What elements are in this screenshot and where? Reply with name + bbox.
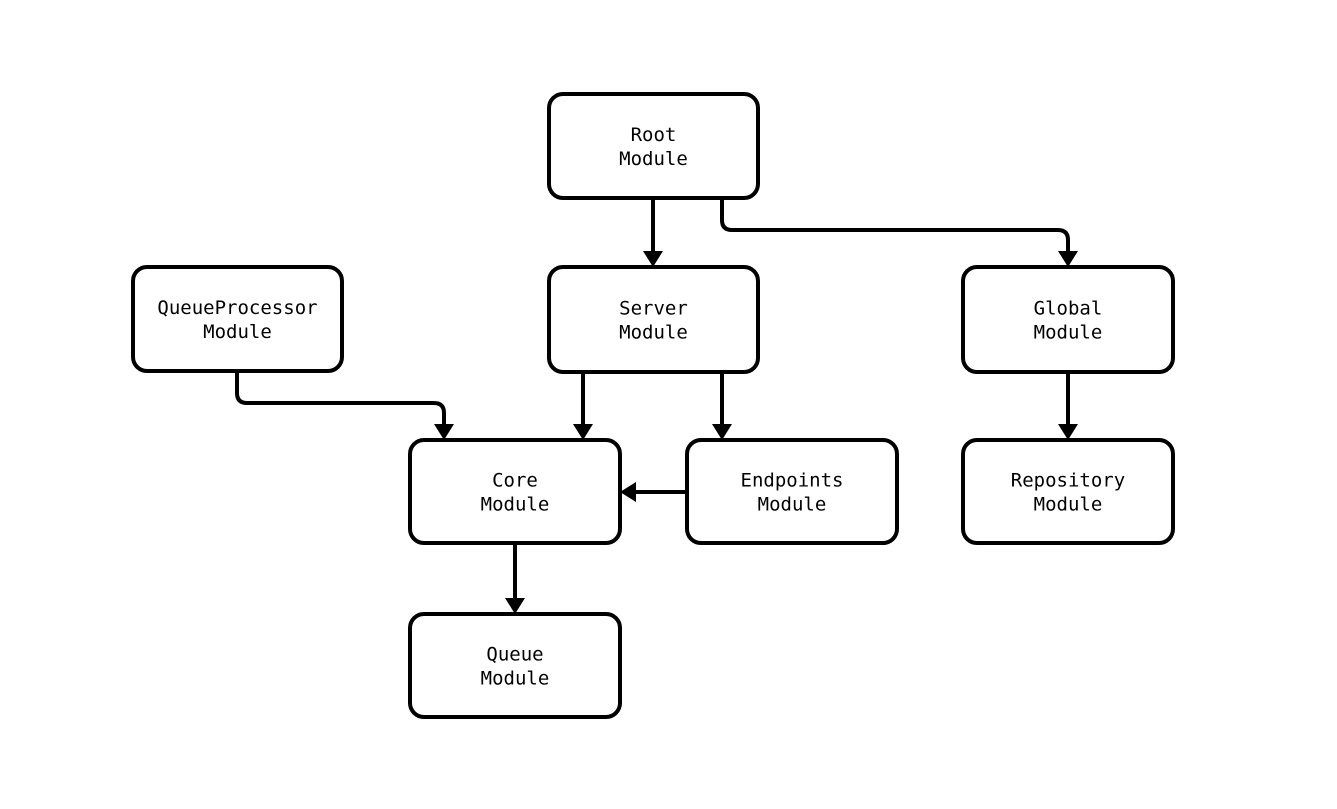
edge-global-to-repository	[1058, 372, 1078, 440]
arrowhead-icon	[434, 424, 454, 440]
node-label-line2: Module	[1034, 493, 1103, 515]
edges-layer	[235, 198, 1078, 614]
node-label-line2: Module	[481, 493, 550, 515]
node-label-line1: Global	[1034, 297, 1103, 319]
node-box[interactable]	[961, 265, 1175, 374]
node-label-line1: Root	[631, 124, 677, 146]
edge-server-to-core	[573, 372, 593, 440]
arrowhead-icon	[505, 598, 525, 614]
node-box[interactable]	[131, 265, 344, 373]
arrowhead-icon	[1058, 251, 1078, 267]
edge-endpoints-to-core	[620, 482, 687, 502]
node-label-line1: Endpoints	[741, 469, 844, 491]
edge-core-to-queue	[505, 543, 525, 614]
edge-queueprocessor-to-core	[235, 371, 454, 440]
arrowhead-icon	[643, 251, 663, 267]
edge-line	[720, 198, 1070, 251]
edge-root-to-server	[643, 198, 663, 267]
node-label-line1: QueueProcessor	[157, 297, 317, 319]
arrowhead-icon	[620, 482, 636, 502]
edge-root-to-global	[720, 198, 1078, 267]
node-box[interactable]	[408, 612, 622, 719]
node-box[interactable]	[961, 438, 1175, 545]
edge-line	[235, 371, 446, 424]
arrowhead-icon	[1058, 424, 1078, 440]
arrowhead-icon	[573, 424, 593, 440]
node-label-line2: Module	[203, 320, 272, 342]
node-label-line2: Module	[481, 667, 550, 689]
edge-server-to-endpoints	[712, 372, 732, 440]
node-label-line2: Module	[619, 321, 688, 343]
node-label-line1: Core	[492, 469, 538, 491]
arrowhead-icon	[712, 424, 732, 440]
node-label-line2: Module	[619, 147, 688, 169]
node-label-line1: Queue	[486, 643, 543, 665]
node-label-line2: Module	[758, 493, 827, 515]
node-box[interactable]	[408, 438, 622, 545]
node-label-line1: Repository	[1011, 469, 1125, 491]
node-box[interactable]	[685, 438, 899, 545]
node-box[interactable]	[547, 92, 760, 200]
node-label-line2: Module	[1034, 321, 1103, 343]
node-label-line1: Server	[619, 297, 688, 319]
node-box[interactable]	[547, 265, 760, 374]
